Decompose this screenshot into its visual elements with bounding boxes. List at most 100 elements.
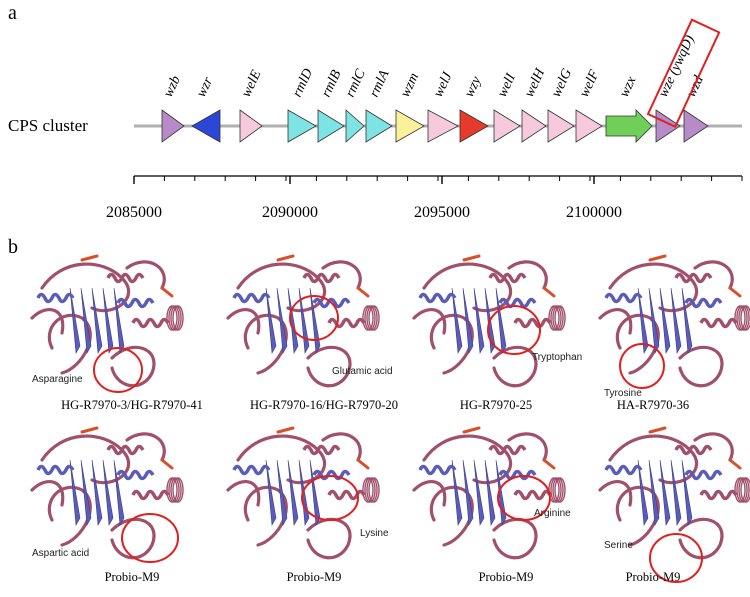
axis-tick-label: 2085000 — [106, 204, 162, 221]
ring-outline — [487, 305, 541, 355]
gene-label-wzx: wzx — [617, 74, 640, 100]
structure-caption-5: Probio-M9 — [104, 570, 160, 584]
loop-5 — [507, 432, 548, 462]
beta-strand — [69, 287, 81, 354]
beta-strand — [298, 287, 310, 354]
beta-strand — [113, 459, 125, 526]
axis-tick-label: 2095000 — [414, 204, 470, 221]
protein-structure-6 — [226, 426, 380, 560]
gene-label-rmla: rmlA — [367, 68, 393, 100]
coil-ring — [552, 477, 564, 503]
alpha-helix — [116, 297, 155, 309]
gene-arrow-wzd — [683, 109, 709, 143]
alpha-helix — [684, 469, 723, 481]
coil-ring — [734, 477, 746, 503]
loop-3 — [492, 517, 538, 560]
coil-ring — [170, 305, 182, 331]
loop-5 — [125, 260, 166, 290]
binding-site-ring-1 — [93, 347, 143, 393]
loop-5 — [321, 260, 362, 290]
beta-strand — [637, 459, 649, 526]
beta-strand — [309, 459, 321, 526]
loop-4 — [30, 308, 65, 335]
protein-structure-1 — [30, 254, 184, 388]
gene-label-wzm: wzm — [398, 71, 422, 100]
residue-label-5: Aspartic acid — [32, 548, 90, 559]
loop-4 — [598, 480, 633, 507]
hotspot-accent — [356, 286, 370, 298]
loop-3 — [306, 345, 352, 388]
beta-strand — [648, 459, 660, 526]
loop-4 — [598, 308, 633, 335]
structure-caption-4: HA-R7970-36 — [616, 398, 690, 412]
coil-ring — [168, 305, 180, 331]
alpha-helix — [302, 444, 341, 456]
ring-outline — [289, 295, 339, 341]
beta-strand — [451, 287, 463, 354]
alpha-helix — [498, 297, 537, 309]
beta-strand — [102, 459, 114, 526]
alpha-helix — [116, 469, 155, 481]
alpha-helix — [699, 489, 738, 501]
ring-outline — [649, 533, 703, 583]
gene-label-rmld: rmlD — [290, 67, 316, 100]
alpha-helix — [302, 272, 341, 284]
loop-2 — [615, 313, 660, 375]
beta-strand — [495, 287, 507, 354]
beta-strand — [484, 459, 496, 526]
gene-label-welh: welH — [522, 66, 548, 100]
hotspot-accent — [542, 458, 556, 470]
gene-label-rmlc: rmlC — [343, 67, 369, 100]
axis-tick-label: 2090000 — [262, 204, 318, 221]
beta-strand — [659, 459, 671, 526]
coil-ring — [738, 305, 750, 331]
coil-ring — [554, 477, 566, 503]
alpha-helix — [131, 317, 170, 329]
beta-strand — [91, 287, 103, 354]
residue-label-7: Arginine — [534, 508, 571, 519]
coil-ring — [740, 477, 750, 503]
coil-ring — [166, 477, 178, 503]
panel-a-letter: a — [8, 2, 17, 24]
gene-arrow-wze-ywqd — [655, 109, 681, 143]
axis-tick-label: 2100000 — [566, 204, 622, 221]
loop-2 — [243, 485, 288, 547]
hotspot-accent — [648, 426, 667, 434]
alpha-helix — [674, 444, 713, 456]
alpha-helix — [604, 292, 643, 304]
alpha-helix — [488, 272, 527, 284]
beta-strand — [276, 459, 288, 526]
binding-site-ring-6 — [301, 475, 359, 521]
gene-arrow-rmlc — [345, 109, 365, 143]
gene-label-wzd: wzd — [684, 73, 707, 100]
hotspot-accent — [80, 254, 99, 262]
structure-caption-8: Probio-M9 — [625, 570, 681, 584]
coil-ring — [362, 305, 374, 331]
alpha-helix — [604, 464, 643, 476]
loop-2 — [615, 485, 660, 547]
gene-arrow-wzb — [161, 109, 185, 143]
coil-ring — [552, 305, 564, 331]
coil-ring — [368, 477, 380, 503]
residue-label-6: Lysine — [360, 528, 389, 539]
hotspot-accent — [462, 426, 481, 434]
hotspot-accent — [728, 286, 742, 298]
gene-arrow-rmla — [365, 109, 393, 143]
loop-2 — [429, 485, 474, 547]
beta-strand — [309, 287, 321, 354]
hotspot-accent — [356, 458, 370, 470]
alpha-helix — [36, 464, 75, 476]
cps-cluster-label: CPS cluster — [8, 116, 88, 135]
binding-site-ring-5 — [121, 513, 179, 563]
loop-2 — [47, 313, 92, 375]
coil-ring — [554, 305, 566, 331]
loop-5 — [125, 432, 166, 462]
ring-outline — [93, 347, 143, 393]
coil-ring — [736, 477, 748, 503]
coil-ring — [364, 305, 376, 331]
gene-arrow-weli — [493, 109, 521, 143]
gene-arrow-wzm — [395, 109, 425, 143]
gene-label-weli: welI — [495, 70, 519, 99]
loop-4 — [226, 480, 261, 507]
gene-arrow-rmld — [287, 109, 317, 143]
